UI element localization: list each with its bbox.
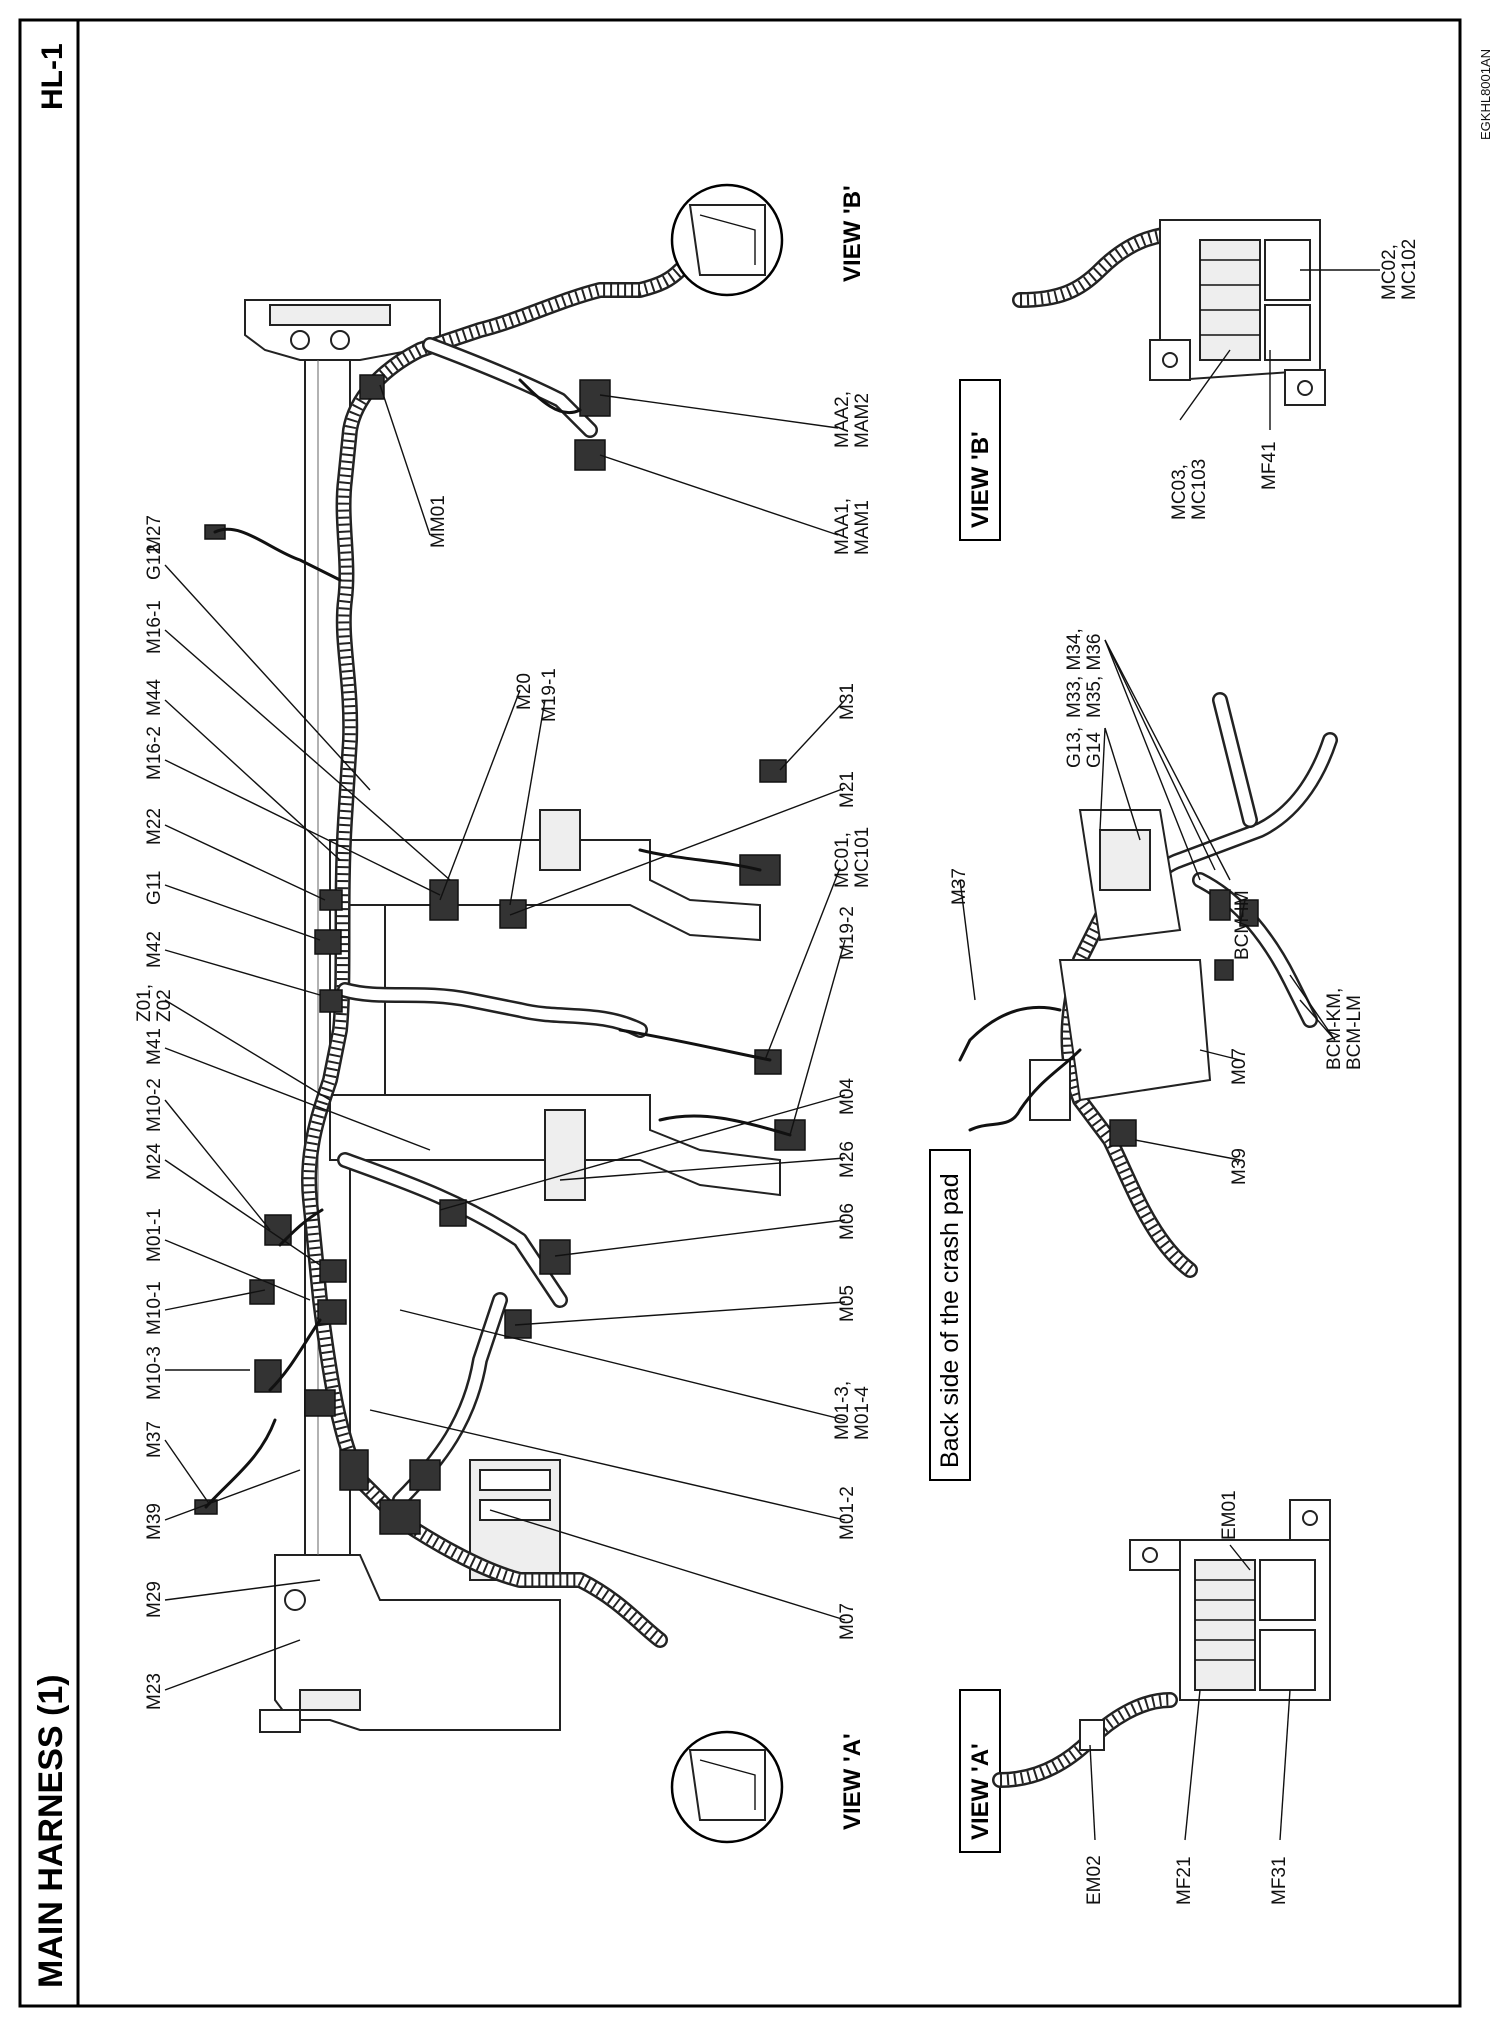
view-a-detail [992,1499,1331,1788]
label-mc101: MC101 [852,827,873,888]
crash-pad-detail [958,692,1338,1278]
page-border [18,18,1462,2008]
view-a-detail-box [959,1689,1001,1853]
label-m22: M22 [144,808,165,845]
label-mam1: MAM1 [852,500,873,555]
view-a-title: VIEW 'A' [839,1733,866,1830]
label-crash-m07: M07 [1229,1048,1250,1085]
label-bcm-im: BCM-IM [1232,890,1253,960]
crash-pad-caption: Back side of the crash pad [936,1173,964,1468]
label-m01-4: M01-4 [852,1386,873,1440]
label-m04: M04 [837,1078,858,1115]
label-m41: M41 [144,1028,165,1065]
label-m20: M20 [514,673,535,710]
label-m16-1: M16-1 [144,600,165,654]
label-g14: G14 [1084,732,1105,768]
main-diagram-labels: M23 M29 M39 M37 M10-3 M10-1 M01-1 M24 M1… [134,391,873,1710]
label-m16-2: M16-2 [144,726,165,780]
label-m10-2: M10-2 [144,1078,165,1132]
label-z02: Z02 [154,989,175,1022]
label-em01: EM01 [1219,1490,1240,1540]
view-a-callout [670,1730,784,1844]
label-mf21: MF21 [1174,1856,1195,1905]
view-b-title: VIEW 'B' [839,185,866,282]
label-mf31: MF31 [1269,1856,1290,1905]
header-title: MAIN HARNESS (1) [32,1674,70,1988]
label-g11: G11 [144,870,165,905]
view-b-detail-box [959,379,1001,541]
label-bcm-km: BCM-KM, [1324,988,1345,1070]
view-b-detail [1012,219,1326,406]
label-em02: EM02 [1084,1855,1105,1905]
label-m37: M37 [144,1421,165,1458]
label-m05: M05 [837,1285,858,1322]
header-code: HL-1 [36,43,69,110]
label-mc103: MC103 [1189,459,1210,520]
label-crash-m39: M39 [1229,1148,1250,1185]
label-m06: M06 [837,1203,858,1240]
label-m01-1: M01-1 [144,1208,165,1262]
leader-lines [164,384,846,1691]
label-m10-3: M10-3 [144,1346,165,1400]
label-mc102: MC102 [1399,239,1420,300]
label-m07: M07 [837,1603,858,1640]
label-m01-3: M01-3, [832,1381,853,1440]
label-m10-1: M10-1 [144,1281,165,1335]
label-bcm-lm: BCM-LM [1344,995,1365,1070]
label-mam2: MAM2 [852,393,873,448]
view-a-detail-title: VIEW 'A' [967,1743,994,1840]
label-maa2: MAA2, [832,391,853,448]
thin-wires [204,378,792,1509]
label-crash-m37: M37 [949,868,970,905]
crash-pad-caption-box [929,1149,971,1481]
label-m39: M39 [144,1503,165,1540]
label-m29: M29 [144,1581,165,1618]
label-m27: M27 [144,515,165,552]
label-m01-2: M01-2 [837,1486,858,1540]
label-m24: M24 [144,1143,165,1180]
label-m33-m34: M33, M34, [1064,628,1085,718]
connector-clusters [194,374,806,1535]
label-z01: Z01, [134,984,155,1022]
label-g13: G13, [1064,727,1085,768]
label-mc03: MC03, [1169,464,1190,520]
label-m26: M26 [837,1141,858,1178]
view-b-detail-title: VIEW 'B' [967,431,994,528]
main-harness-bundle [301,262,688,1648]
label-mf41: MF41 [1259,441,1280,490]
label-m21: M21 [837,771,858,808]
label-m42: M42 [144,931,165,968]
label-g12: G12 [144,544,165,580]
label-m19-2: M19-2 [837,906,858,960]
label-maa1: MAA1, [832,498,853,555]
label-mm01: MM01 [428,495,449,548]
label-m31: M31 [837,683,858,720]
label-m23: M23 [144,1673,165,1710]
label-mc02: MC02, [1379,244,1400,300]
view-b-callout [670,183,784,297]
label-m35-m36: M35, M36 [1084,634,1105,718]
label-m44: M44 [144,679,165,716]
header-reference: EGKHL8001AN [1478,49,1493,140]
